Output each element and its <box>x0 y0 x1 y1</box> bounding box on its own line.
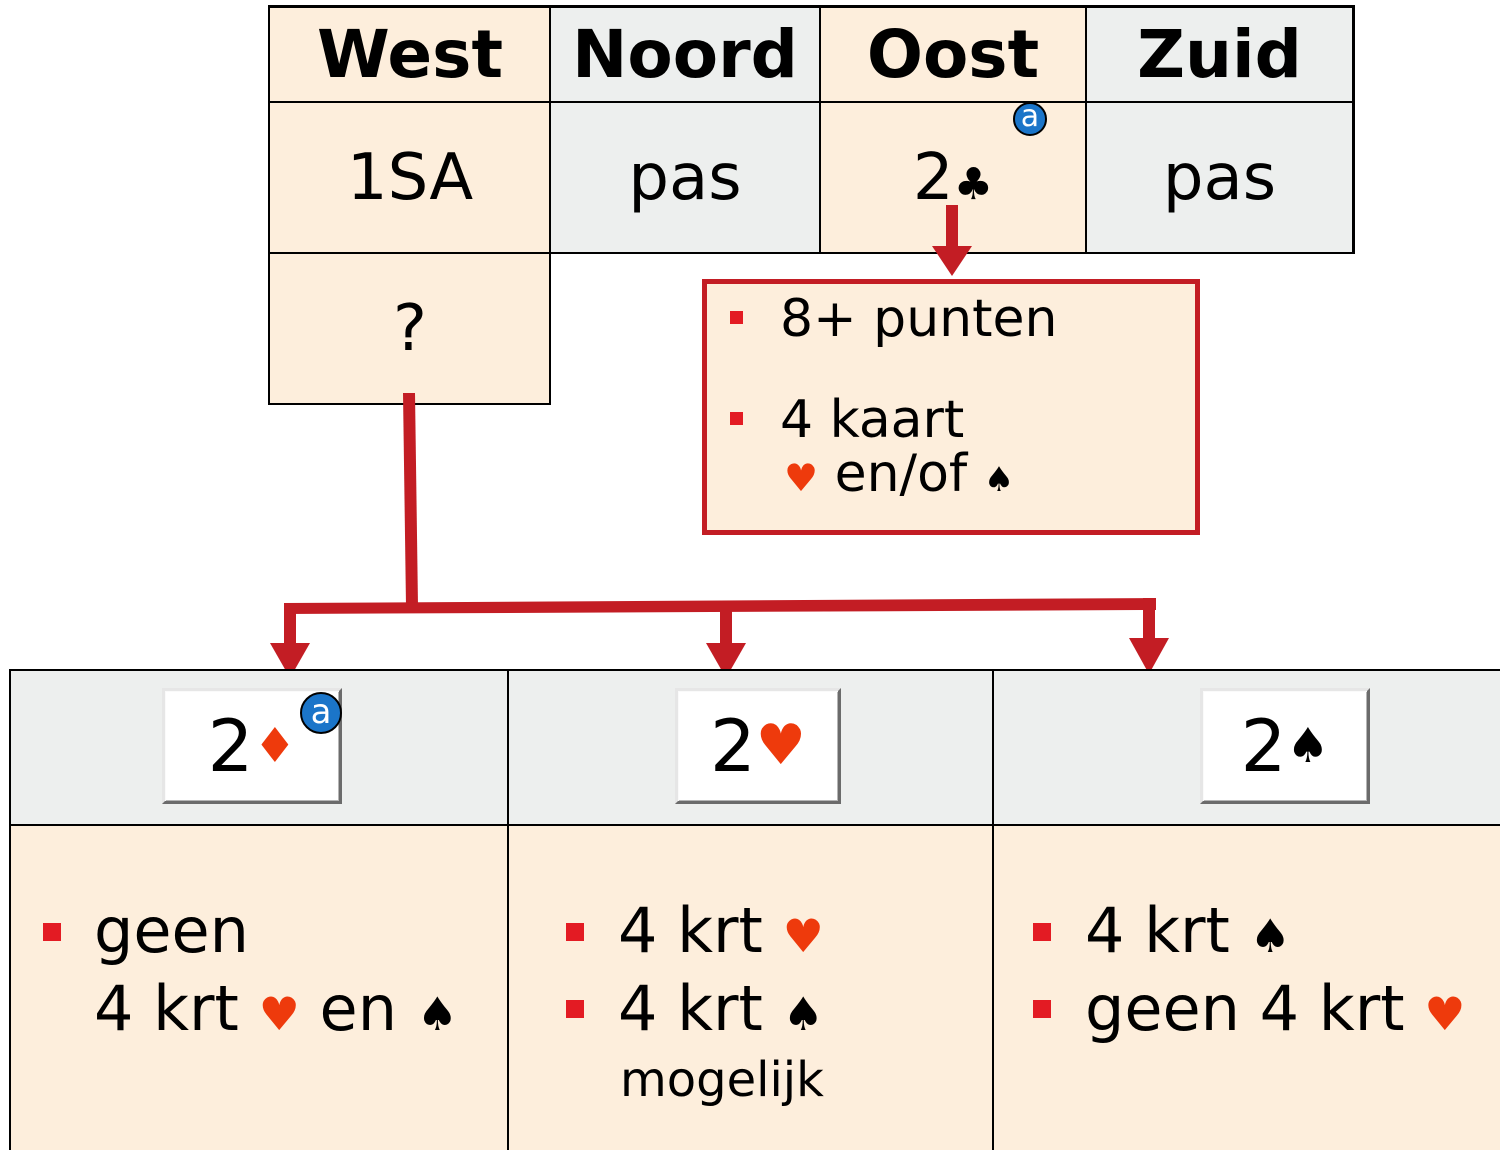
hearts-icon: ♥ <box>755 713 806 778</box>
bullet-icon <box>730 311 743 324</box>
panel-border-v1 <box>507 669 509 1150</box>
header-noord: Noord <box>550 7 820 102</box>
explanation-suits: ♥ en/of ♠ <box>784 444 1015 504</box>
table-border-v1 <box>549 5 551 405</box>
header-oost: Oost <box>820 7 1086 102</box>
bullet-icon <box>1033 1000 1051 1018</box>
alert-badge: a <box>1012 101 1047 136</box>
alert-badge: a <box>300 692 342 734</box>
diamonds-icon: ♦ <box>253 718 297 774</box>
bid-oost-level: 2 <box>912 140 954 215</box>
hearts-icon: ♥ <box>784 456 819 500</box>
spades-icon: ♠ <box>983 460 1015 500</box>
arrow-drop-1 <box>284 603 296 645</box>
table-border-right <box>1352 5 1355 254</box>
table-border-bottom <box>268 403 551 405</box>
panel-border-left <box>9 669 11 1150</box>
spades-icon: ♠ <box>416 987 458 1041</box>
panel-border-mid <box>9 824 1500 826</box>
explanation-points: 8+ punten <box>780 289 1058 349</box>
resp-2s-line1: 4 krt ♠ <box>1085 894 1291 967</box>
resp-2d-line2: 4 krt ♥ en ♠ <box>94 972 458 1045</box>
bid-noord: pas <box>550 102 820 253</box>
bullet-icon <box>566 923 584 941</box>
panel-border-v2 <box>992 669 994 1150</box>
bid-oost: 2♣ a <box>820 101 1086 253</box>
arrow-drop-3 <box>1143 598 1155 640</box>
arrow-west-shaft <box>403 393 418 606</box>
bid-zuid: pas <box>1086 102 1353 253</box>
header-west: West <box>270 7 550 102</box>
resp-2s-line2: geen 4 krt ♥ <box>1085 972 1466 1045</box>
response-body-bg <box>10 825 1500 1150</box>
table-border-row1 <box>268 252 1355 254</box>
bid-west-question: ? <box>270 253 550 404</box>
table-border-mid <box>268 101 1355 103</box>
resp-2h-line1: 4 krt ♥ <box>618 894 824 967</box>
hearts-icon: ♥ <box>258 987 300 1041</box>
arrow-drop-2 <box>720 603 732 645</box>
table-border-left <box>268 5 270 405</box>
spades-icon: ♠ <box>1249 909 1291 963</box>
resp-2h-line3: mogelijk <box>620 1052 824 1108</box>
bullet-icon <box>43 923 61 941</box>
explanation-four-cards: 4 kaart <box>780 390 965 450</box>
hearts-icon: ♥ <box>1424 987 1466 1041</box>
bullet-icon <box>730 412 743 425</box>
bullet-icon <box>566 1000 584 1018</box>
bid-west: 1SA <box>270 102 550 253</box>
bid-card-2s[interactable]: 2♠ <box>1200 688 1370 804</box>
resp-2d-line1: geen <box>94 894 249 967</box>
clubs-icon: ♣ <box>953 158 994 210</box>
bid-card-2h[interactable]: 2♥ <box>675 688 841 804</box>
table-border-v2 <box>819 5 821 254</box>
spades-icon: ♠ <box>1286 718 1330 774</box>
resp-2h-line2: 4 krt ♠ <box>618 972 824 1045</box>
table-border-v3 <box>1085 5 1087 254</box>
hearts-icon: ♥ <box>782 909 824 963</box>
header-zuid: Zuid <box>1086 7 1353 102</box>
panel-border-top <box>9 669 1500 671</box>
table-border-top <box>268 5 1355 8</box>
explanation-box: 8+ punten 4 kaart ♥ en/of ♠ <box>702 279 1200 535</box>
spades-icon: ♠ <box>782 987 824 1041</box>
bullet-icon <box>1033 923 1051 941</box>
arrow-branch-bar <box>284 598 1156 614</box>
